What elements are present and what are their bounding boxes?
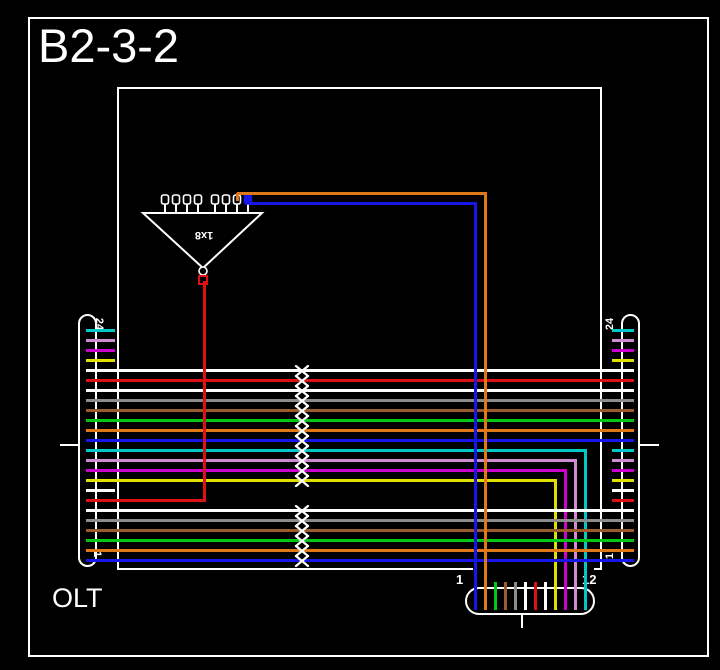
inner-box-bottom2 (594, 568, 602, 570)
fiber-11-rose-right-stub (612, 459, 634, 462)
splitter-label: 1x8 (194, 229, 214, 241)
fiber-18-white (86, 389, 634, 392)
fiber-7-red (86, 499, 206, 502)
fiber-16-brown (86, 409, 634, 412)
splice-x-icon (294, 554, 310, 568)
splice-x-icon (294, 504, 310, 518)
splice-x-icon (294, 544, 310, 558)
olt-label: OLT (52, 583, 103, 613)
connector-pin-4-brown (504, 582, 507, 610)
fiber-22-violet-left-stub (86, 349, 115, 352)
splice-x-icon (294, 374, 310, 388)
fiber-21-yellow-left-stub (86, 359, 115, 362)
connector-pin-7-red (534, 582, 537, 610)
splitter-triangle-icon (140, 194, 265, 285)
fiber-5-slate (86, 519, 634, 522)
fiber-21-yellow-right-stub (612, 359, 634, 362)
fiber-3-green (86, 539, 634, 542)
fiber-24-aqua-right-stub (612, 329, 634, 332)
fiber-19-red (86, 379, 634, 382)
splitter-1x8 (138, 183, 270, 285)
splice-x-icon (294, 534, 310, 548)
fiber-15-green (86, 419, 634, 422)
splice-x-icon (294, 424, 310, 438)
bottom-connector (465, 587, 595, 615)
fiber-8-black-left-stub (86, 489, 115, 492)
splice-x-icon (294, 414, 310, 428)
splice-x-icon (294, 454, 310, 468)
fiber-10-violet (86, 469, 567, 472)
connector-pin-6-white (524, 582, 527, 610)
splitter-wire-blue (249, 202, 476, 205)
fiber-22-violet-right-stub (612, 349, 634, 352)
splice-x-icon (294, 464, 310, 478)
splitter-wire-blue (474, 202, 477, 610)
fiber-8-black-right-stub (612, 489, 634, 492)
splice-x-icon (294, 364, 310, 378)
fiber-14-orange (86, 429, 634, 432)
fiber-13-blue (86, 439, 634, 442)
connector-left-label: 1 (456, 572, 464, 587)
splice-x-icon (294, 524, 310, 538)
fiber-23-rose-right-stub (612, 339, 634, 342)
splitter-wire-orange (237, 192, 486, 195)
splice-x-icon (294, 444, 310, 458)
splice-x-icon (294, 434, 310, 448)
fiber-2-orange (86, 549, 634, 552)
fiber-7-red-riser (203, 281, 206, 502)
fiber-11-rose-drop (574, 460, 577, 610)
inner-box-bottom (117, 568, 473, 570)
fiber-9-yellow-drop (554, 480, 557, 610)
splice-x-icon (294, 394, 310, 408)
outer-frame (28, 17, 709, 657)
left-cable-tick (60, 444, 79, 446)
fiber-12-aqua (86, 449, 587, 452)
splitter-wire-orange (236, 193, 239, 201)
fiber-9-yellow-right-stub (612, 479, 634, 482)
inner-box-top (117, 87, 602, 89)
splice-x-icon (294, 404, 310, 418)
inner-box-left (117, 87, 119, 570)
fiber-23-rose-left-stub (86, 339, 115, 342)
fiber-10-violet-right-stub (612, 469, 634, 472)
splice-x-icon (294, 514, 310, 528)
fiber-7-red-right-stub (612, 499, 634, 502)
right-cable-tick (640, 444, 659, 446)
splitter-wire-orange (484, 192, 487, 610)
fiber-20-black (86, 369, 634, 372)
connector-pin-5-slate (514, 582, 517, 610)
splice-x-icon (294, 474, 310, 488)
fiber-24-aqua-left-stub (86, 329, 115, 332)
fiber-4-brown (86, 529, 634, 532)
fiber-9-yellow (86, 479, 557, 482)
connector-pin-3-green (494, 582, 497, 610)
inner-box-right (600, 87, 602, 570)
fiber-6-white (86, 509, 634, 512)
fiber-1-blue (86, 559, 634, 562)
fiber-11-rose (86, 459, 577, 462)
page-title: B2-3-2 (38, 19, 180, 72)
fiber-17-slate (86, 399, 634, 402)
fiber-12-aqua-right-stub (612, 449, 634, 452)
connector-pin-8-black (544, 582, 547, 610)
splice-x-icon (294, 384, 310, 398)
bottom-connector-tail (521, 613, 523, 628)
